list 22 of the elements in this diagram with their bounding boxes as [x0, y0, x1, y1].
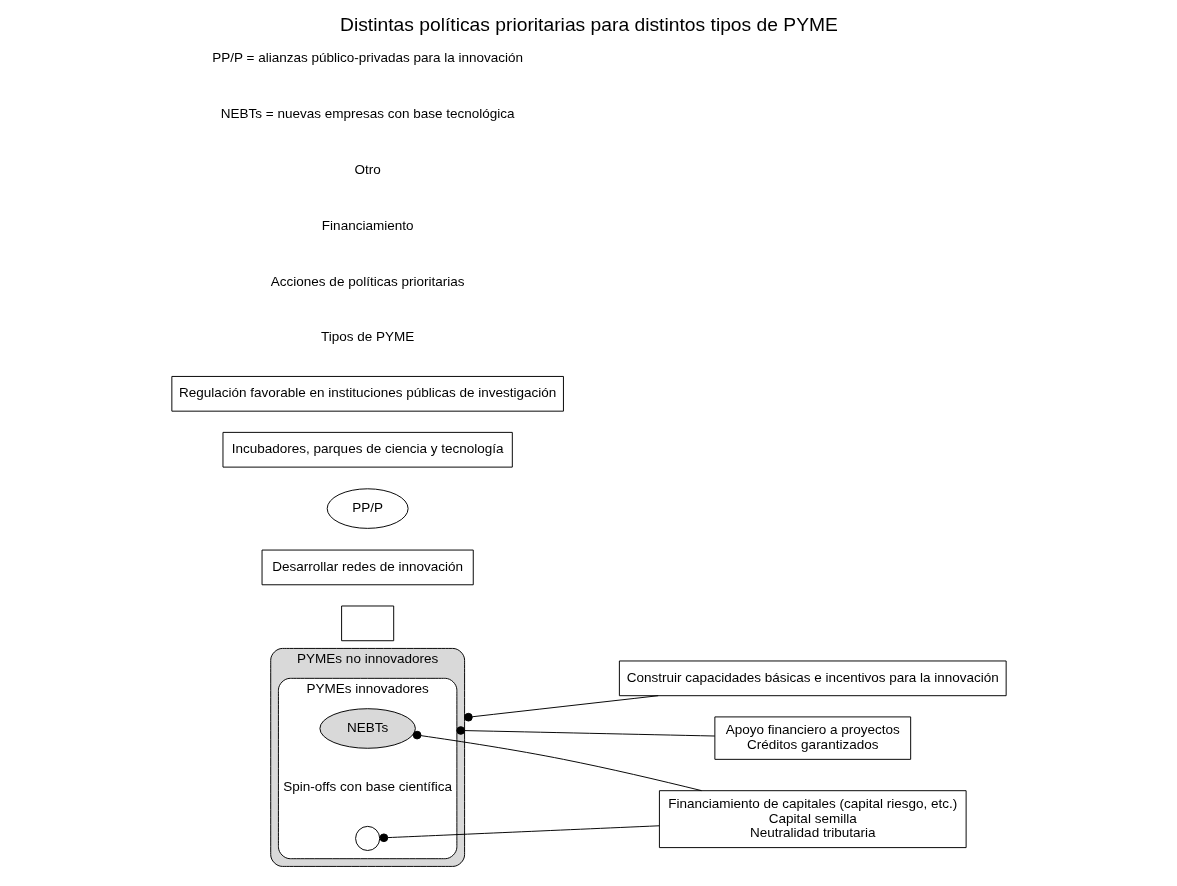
- label: Financiamiento: [321, 217, 413, 233]
- label: Acciones de políticas prioritarias: [270, 273, 464, 289]
- node-box: Desarrollar redes de innovación: [261, 549, 474, 586]
- node-box: Apoyo financiero a proyectos Créditos garantizados: [713, 716, 911, 760]
- node-label: Spin-offs con base científica: [282, 778, 452, 794]
- connector: [455, 726, 715, 737]
- connector: [412, 730, 702, 792]
- node-ellipse: PP/P: [326, 488, 409, 529]
- node-box: [340, 605, 394, 642]
- connector: [463, 695, 659, 722]
- node-box: Regulación favorable en instituciones públicas de investigación: [170, 375, 564, 412]
- label: Tipos de PYME: [320, 329, 414, 345]
- diagram-title: Distintas políticas prioritarias para distintos tipos de PYME: [339, 14, 838, 36]
- label: Otro: [354, 161, 381, 177]
- label: NEBTs = nuevas empresas con base tecnológica: [220, 105, 515, 121]
- node-box: Incubadores, parques de ciencia y tecnología: [222, 431, 513, 468]
- node-box: Financiamiento de capitales (capital riesgo, etc.) Capital semilla Neutralidad tributaria: [658, 790, 967, 849]
- label: PP/P = alianzas público-privadas para la innovación: [211, 49, 523, 65]
- connector: [379, 825, 660, 843]
- node-box: Construir capacidades básicas e incentivos para la innovación: [618, 660, 1007, 697]
- node-circle: [354, 825, 380, 851]
- node-ellipse: NEBTs: [318, 708, 416, 749]
